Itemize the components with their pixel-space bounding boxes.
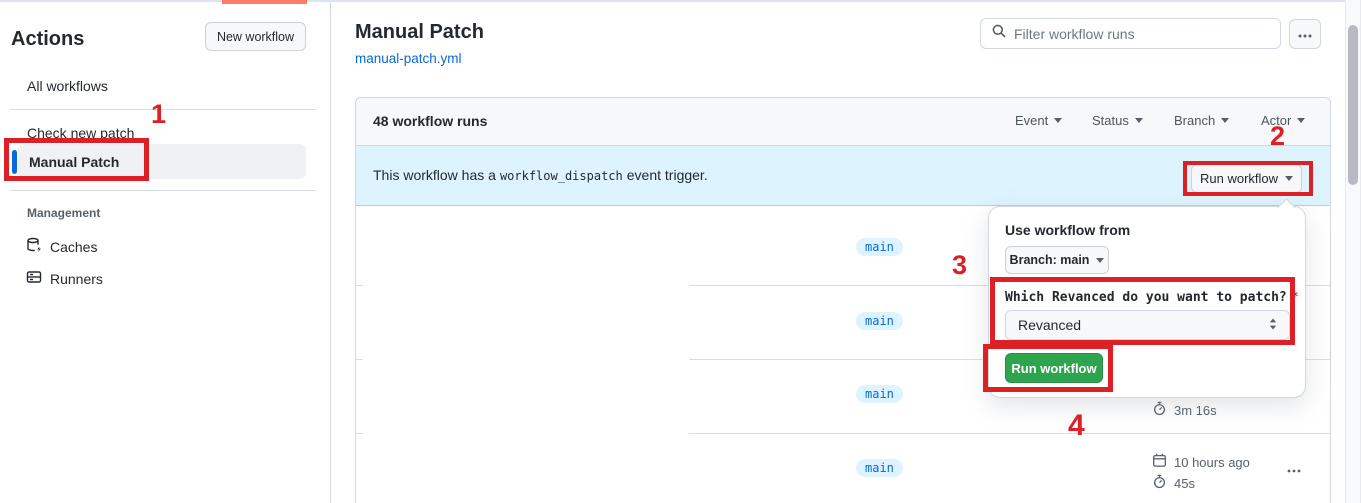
sidebar-item-check-new-patch[interactable]: Check new patch	[27, 125, 135, 141]
redacted-run-titles-area	[363, 212, 689, 503]
sidebar-selected-indicator	[12, 150, 17, 174]
run-options-button[interactable]	[1280, 458, 1308, 480]
revanced-select[interactable]: Revanced	[1005, 310, 1290, 340]
workflow-run-row	[356, 359, 1330, 433]
filter-label: Actor	[1261, 113, 1292, 128]
button-label: Branch: main	[1009, 253, 1090, 267]
filter-actor[interactable]: Actor	[1261, 113, 1306, 128]
filter-runs-search[interactable]	[980, 18, 1281, 49]
filter-status[interactable]: Status	[1092, 113, 1143, 128]
banner-code: workflow_dispatch	[499, 169, 623, 183]
duration-text: 45s	[1174, 475, 1195, 491]
divider	[10, 109, 316, 110]
cache-icon	[26, 237, 42, 256]
actions-sidebar: Actions New workflow All workflows Check…	[0, 2, 331, 503]
workflow-runs-panel: 48 workflow runs Event Status Branch Act…	[355, 97, 1331, 503]
run-workflow-dropdown-button[interactable]: Run workflow	[1191, 164, 1302, 193]
branch-badge[interactable]: main	[856, 238, 903, 256]
kebab-icon	[1287, 460, 1301, 478]
dialog-heading: Use workflow from	[1005, 222, 1131, 238]
input-label-text: Which Revanced do you want to patch?	[1005, 290, 1287, 305]
filter-branch[interactable]: Branch	[1174, 113, 1230, 128]
scrollbar-thumb[interactable]	[1348, 25, 1358, 185]
chevron-down-icon	[1054, 118, 1063, 123]
workflow-runs-count: 48 workflow runs	[373, 113, 488, 129]
button-label: Run workflow	[1199, 171, 1279, 186]
run-workflow-submit-button[interactable]: Run workflow	[1005, 353, 1103, 383]
workflow-file-link[interactable]: manual-patch.yml	[355, 51, 462, 66]
sidebar-item-caches[interactable]: Caches	[26, 237, 97, 256]
banner-text-before: This workflow has a	[373, 167, 496, 183]
runners-icon	[26, 269, 42, 288]
sidebar-item-all-workflows[interactable]: All workflows	[27, 78, 108, 94]
more-options-button[interactable]	[1289, 19, 1321, 49]
up-down-chevrons-icon	[1267, 317, 1279, 334]
branch-selector-button[interactable]: Branch: main	[1005, 246, 1109, 274]
runs-panel-header: 48 workflow runs Event Status Branch Act…	[356, 98, 1330, 146]
branch-badge[interactable]: main	[856, 312, 903, 330]
banner-text-after: event trigger.	[626, 167, 708, 183]
sidebar-selected-background	[18, 144, 306, 179]
select-value: Revanced	[1018, 317, 1082, 333]
stopwatch-icon	[1152, 474, 1167, 492]
run-duration: 45s	[1152, 474, 1195, 492]
sidebar-item-runners[interactable]: Runners	[26, 269, 103, 288]
workflow-run-row	[356, 285, 1330, 359]
run-time-ago: 10 hours ago	[1152, 453, 1250, 471]
branch-badge[interactable]: main	[856, 385, 903, 403]
page-title: Manual Patch	[355, 21, 484, 43]
sidebar-title: Actions	[11, 28, 85, 50]
search-input[interactable]	[1014, 25, 1270, 42]
divider	[10, 190, 316, 191]
chevron-down-icon	[1134, 118, 1143, 123]
time-ago-text: 10 hours ago	[1174, 454, 1250, 470]
workflow-input-label: Which Revanced do you want to patch?*	[1005, 290, 1299, 305]
chevron-down-icon	[1297, 118, 1306, 123]
sidebar-item-manual-patch[interactable]: Manual Patch	[29, 154, 120, 170]
filter-label: Branch	[1174, 113, 1216, 128]
required-marker: *	[1290, 290, 1299, 305]
duration-text: 3m 16s	[1174, 402, 1217, 418]
filter-label: Event	[1015, 113, 1049, 128]
search-icon	[991, 23, 1007, 44]
filter-event[interactable]: Event	[1015, 113, 1063, 128]
chevron-down-icon	[1096, 257, 1105, 263]
stopwatch-icon	[1152, 401, 1167, 419]
new-workflow-button[interactable]: New workflow	[205, 22, 306, 51]
sidebar-item-label: Runners	[50, 270, 103, 287]
run-duration: 3m 16s	[1152, 401, 1217, 419]
chevron-down-icon	[1285, 176, 1294, 181]
chevron-down-icon	[1221, 118, 1230, 123]
run-workflow-dialog: Use workflow from Branch: main Which Rev…	[988, 206, 1306, 398]
top-border	[0, 0, 1361, 2]
calendar-icon	[1152, 453, 1167, 471]
workflow-run-row	[356, 433, 1330, 503]
sidebar-item-label: Caches	[50, 238, 98, 255]
kebab-icon	[1298, 25, 1312, 43]
branch-badge[interactable]: main	[856, 459, 903, 477]
management-section-label: Management	[27, 206, 101, 220]
filter-label: Status	[1092, 113, 1129, 128]
